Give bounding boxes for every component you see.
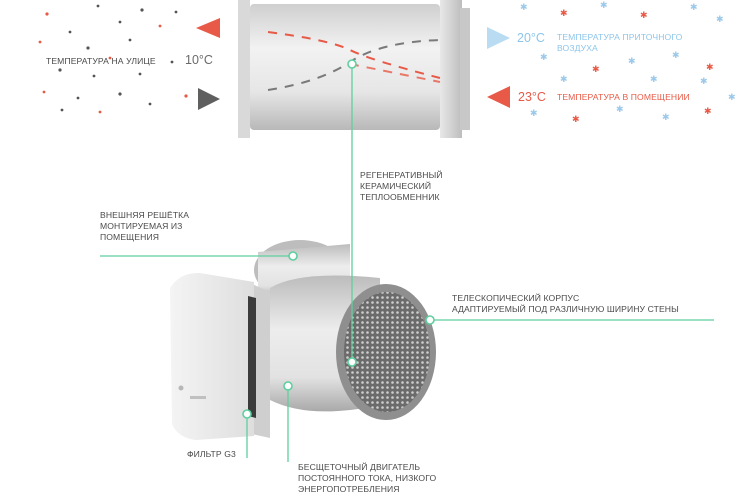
- top-unit-rear-cap: [440, 0, 462, 138]
- room-temp-label: ТЕМПЕРАТУРА В ПОМЕЩЕНИИ: [557, 92, 690, 102]
- callout-grille-line1: ВНЕШНЯЯ РЕШЁТКА: [100, 210, 190, 220]
- svg-text:✱: ✱: [662, 113, 670, 123]
- callout-housing-line1: ТЕЛЕСКОПИЧЕСКИЙ КОРПУС: [452, 293, 580, 303]
- svg-text:✱: ✱: [530, 109, 538, 119]
- warm-flow-line: [267, 31, 441, 79]
- callout-housing: ТЕЛЕСКОПИЧЕСКИЙ КОРПУС АДАПТИРУЕМЫЙ ПОД …: [452, 293, 679, 315]
- callout-motor-line1: БЕСЩЕТОЧНЫЙ ДВИГАТЕЛЬ: [298, 462, 421, 472]
- supply-temp-value: 20°C: [517, 31, 545, 45]
- svg-text:✱: ✱: [628, 57, 636, 67]
- svg-text:✱: ✱: [650, 75, 658, 85]
- svg-text:✱: ✱: [706, 63, 714, 73]
- svg-text:✱: ✱: [728, 93, 736, 103]
- supply-cold-arrow-icon: [487, 27, 510, 49]
- svg-text:✱: ✱: [600, 1, 608, 11]
- svg-text:✱: ✱: [616, 105, 624, 115]
- top-unit-rear-ring: [460, 8, 470, 130]
- svg-text:✱: ✱: [700, 77, 708, 87]
- top-unit-front-plate: [238, 0, 250, 138]
- svg-text:✱: ✱: [560, 9, 568, 19]
- bottom-product: [170, 240, 436, 440]
- panel-slot: [248, 296, 256, 418]
- svg-text:✱: ✱: [704, 107, 712, 117]
- callout-grille-line2: МОНТИРУЕМАЯ ИЗ: [100, 221, 183, 231]
- callout-heat-exchanger-line2: КЕРАМИЧЕСКИЙ: [360, 181, 432, 191]
- svg-text:✱: ✱: [690, 3, 698, 13]
- panel-logo: [190, 396, 206, 399]
- svg-text:✱: ✱: [572, 115, 580, 125]
- room-particles: ✱ ✱ ✱ ✱ ✱ ✱ ✱ ✱ ✱ ✱ ✱ ✱ ✱ ✱ ✱ ✱ ✱ ✱ ✱ ✱: [520, 1, 736, 125]
- warm-flow-line-2: [349, 63, 441, 83]
- svg-text:✱: ✱: [716, 15, 724, 25]
- outside-dark-arrow-icon: [198, 88, 220, 110]
- svg-text:✱: ✱: [672, 51, 680, 61]
- ceramic-core-mesh: [344, 292, 430, 412]
- room-warm-arrow-icon: [487, 86, 510, 108]
- leader-dots: [242, 59, 435, 419]
- panel-badge-icon: [178, 385, 184, 391]
- svg-text:✱: ✱: [540, 53, 548, 63]
- front-panel: [170, 272, 254, 440]
- callout-grille-line3: ПОМЕЩЕНИЯ: [100, 232, 160, 242]
- outside-temp-value: 10°C: [185, 53, 213, 67]
- callout-motor-line3: ЭНЕРГОПОТРЕБЛЕНИЯ: [298, 484, 400, 494]
- callout-heat-exchanger: РЕГЕНЕРАТИВНЫЙ КЕРАМИЧЕСКИЙ ТЕПЛООБМЕННИ…: [360, 170, 443, 203]
- leader-lines: [100, 66, 714, 462]
- callout-heat-exchanger-line3: ТЕПЛООБМЕННИК: [360, 192, 440, 202]
- front-panel-side: [252, 284, 270, 438]
- outside-temp-label: ТЕМПЕРАТУРА НА УЛИЦЕ: [46, 56, 156, 66]
- outside-warm-arrow-icon: [196, 18, 220, 38]
- callout-grille: ВНЕШНЯЯ РЕШЁТКА МОНТИРУЕМАЯ ИЗ ПОМЕЩЕНИЯ: [100, 210, 189, 243]
- callout-motor: БЕСЩЕТОЧНЫЙ ДВИГАТЕЛЬ ПОСТОЯННОГО ТОКА, …: [298, 462, 436, 495]
- svg-text:✱: ✱: [640, 11, 648, 21]
- callout-filter: ФИЛЬТР G3: [187, 449, 236, 459]
- room-temp-value: 23°C: [518, 90, 546, 104]
- supply-temp-label-line2: ВОЗДУХА: [557, 43, 598, 53]
- callout-motor-line2: ПОСТОЯННОГО ТОКА, НИЗКОГО: [298, 473, 437, 483]
- svg-text:✱: ✱: [560, 75, 568, 85]
- svg-text:✱: ✱: [520, 3, 528, 13]
- supply-temp-label-line1: ТЕМПЕРАТУРА ПРИТОЧНОГО: [557, 32, 683, 42]
- callout-housing-line2: АДАПТИРУЕМЫЙ ПОД РАЗЛИЧНУЮ ШИРИНУ СТЕНЫ: [452, 304, 679, 314]
- top-unit: [238, 0, 470, 138]
- svg-text:✱: ✱: [592, 65, 600, 75]
- callout-heat-exchanger-line1: РЕГЕНЕРАТИВНЫЙ: [360, 170, 443, 180]
- supply-temp-label: ТЕМПЕРАТУРА ПРИТОЧНОГО ВОЗДУХА: [557, 32, 682, 54]
- top-unit-tube: [250, 4, 440, 130]
- outside-particles: [38, 4, 188, 114]
